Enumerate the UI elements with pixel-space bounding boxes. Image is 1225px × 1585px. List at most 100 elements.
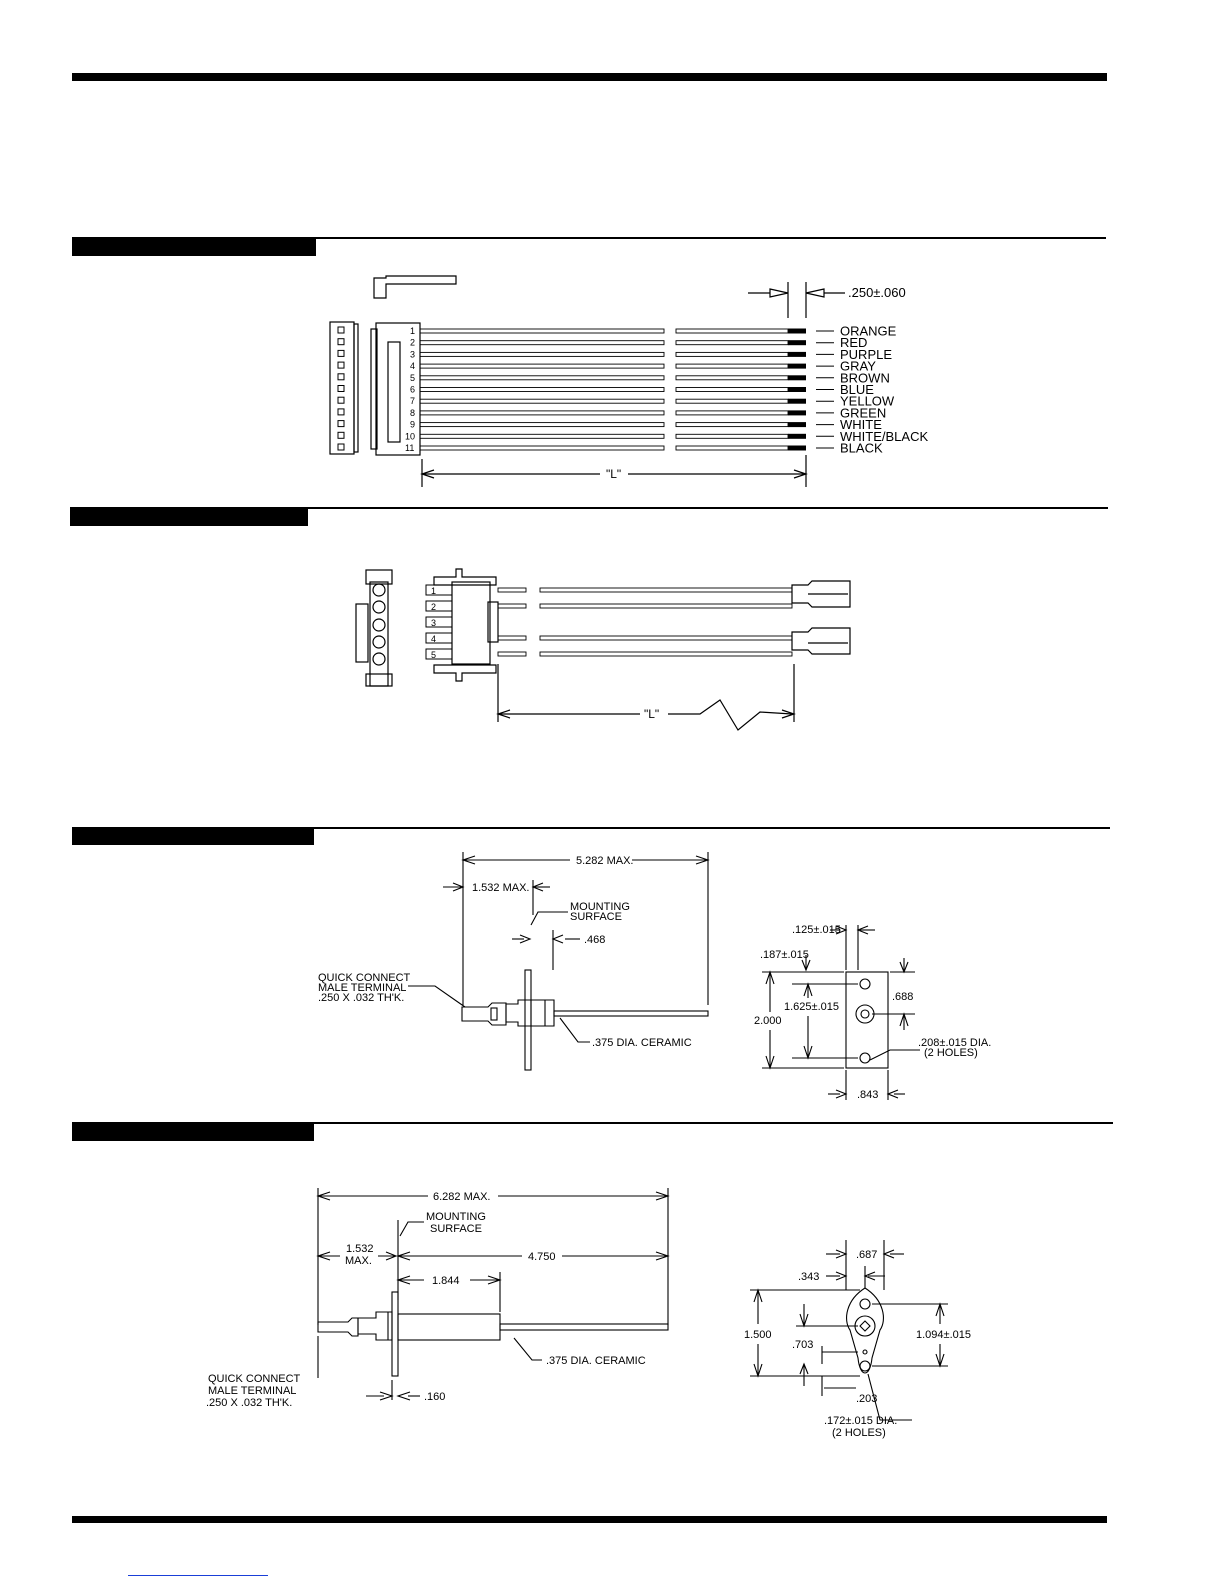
end-view-pin-cell bbox=[337, 373, 345, 381]
pin-number: 1 bbox=[431, 586, 436, 596]
ign-a-holes-2: (2 HOLES) bbox=[924, 1047, 978, 1059]
pin-number: 5 bbox=[431, 650, 436, 660]
igniter-b-terminal bbox=[317, 1317, 359, 1337]
wire bbox=[497, 651, 527, 657]
connector-side-view bbox=[373, 275, 457, 299]
stripped-end bbox=[788, 422, 806, 428]
ign-b-flange-thickness: .160 bbox=[424, 1391, 445, 1403]
wire bbox=[539, 587, 793, 593]
stripped-end bbox=[788, 351, 806, 357]
pin-number: 3 bbox=[431, 618, 436, 628]
ign-a-terminal-length: 1.532 MAX. bbox=[472, 882, 529, 894]
wire bbox=[419, 445, 665, 451]
pin-number: 7 bbox=[410, 396, 415, 406]
wire bbox=[419, 398, 665, 404]
stripped-end bbox=[788, 375, 806, 381]
footer-link[interactable] bbox=[128, 1575, 268, 1576]
section-4-tab bbox=[72, 1122, 314, 1141]
wire bbox=[497, 603, 527, 609]
wire bbox=[419, 328, 665, 334]
end-view-pin-cells bbox=[337, 326, 345, 451]
wire bbox=[497, 635, 527, 641]
ign-b-element-length: 4.750 bbox=[528, 1251, 556, 1263]
stripped-end bbox=[788, 387, 806, 392]
pin-box bbox=[425, 616, 453, 628]
stripped-end bbox=[788, 398, 806, 404]
end-view-pin-cell bbox=[337, 326, 345, 334]
wire bbox=[419, 387, 665, 392]
pin-number: 6 bbox=[410, 385, 415, 395]
ign-b-width: .687 bbox=[856, 1249, 877, 1261]
end-view-pin-cell bbox=[337, 408, 345, 416]
ign-b-mounting-2: SURFACE bbox=[430, 1223, 482, 1235]
igniter-b-bracket bbox=[846, 1287, 884, 1374]
bottom-rule bbox=[72, 1516, 1107, 1523]
stripped-end bbox=[788, 433, 806, 439]
ign-b-holes-1: .172±.015 DIA. bbox=[824, 1415, 897, 1427]
ign-a-hole-x: .125±.015 bbox=[792, 924, 841, 936]
ign-b-bottom-offset: .203 bbox=[856, 1393, 877, 1405]
pin-number: 1 bbox=[410, 326, 415, 336]
section-1-tab bbox=[72, 237, 316, 256]
end-view-pin-cell bbox=[337, 443, 345, 451]
pin-number: 8 bbox=[410, 408, 415, 418]
ign-b-height: 1.500 bbox=[744, 1329, 772, 1341]
ign-a-note-3: .250 X .032 TH'K. bbox=[318, 992, 404, 1004]
ign-b-terminal-length-1: 1.532 bbox=[346, 1243, 374, 1255]
igniter-a-terminal bbox=[461, 1002, 507, 1026]
ign-b-note-3: .250 X .032 TH'K. bbox=[206, 1397, 292, 1409]
end-view-pin-cell bbox=[337, 396, 345, 404]
top-rule bbox=[72, 73, 1107, 81]
pin-number: 9 bbox=[410, 420, 415, 430]
wire-color-label: RED bbox=[840, 335, 867, 350]
section-1-rule bbox=[316, 237, 1106, 239]
igniter-b-body bbox=[397, 1313, 501, 1341]
stripped-end bbox=[788, 445, 806, 451]
section-2-rule bbox=[308, 507, 1108, 509]
ign-b-holes-2: (2 HOLES) bbox=[832, 1427, 886, 1439]
pin-number: 11 bbox=[405, 443, 414, 453]
section-3-tab bbox=[72, 827, 314, 845]
wire-color-label: WHITE bbox=[840, 417, 882, 432]
length-label-11: "L" bbox=[606, 467, 621, 481]
wire-color-label: BLACK bbox=[840, 441, 883, 456]
igniter-a-bracket bbox=[845, 971, 889, 1069]
wire-color-label: PURPLE bbox=[840, 347, 892, 362]
ign-b-hole-spacing: 1.094±.015 bbox=[916, 1329, 971, 1341]
end-view-pin-cell bbox=[337, 349, 345, 357]
wire bbox=[419, 363, 665, 369]
ign-a-width: .843 bbox=[857, 1089, 878, 1101]
end-view-pin-cell bbox=[337, 385, 345, 392]
stripped-end bbox=[788, 340, 806, 346]
section-4-rule bbox=[314, 1122, 1113, 1124]
pin-number: 3 bbox=[410, 349, 415, 359]
end-view-pin-cell bbox=[337, 431, 345, 439]
stripped-end bbox=[788, 328, 806, 334]
pin-box bbox=[425, 584, 453, 596]
pin-number: 4 bbox=[431, 634, 436, 644]
wire bbox=[539, 635, 793, 641]
wire-bundle-5: 1 2 3 4 5 bbox=[425, 584, 793, 660]
pin-number: 2 bbox=[431, 602, 436, 612]
spade-terminal-upper bbox=[791, 580, 851, 608]
igniter-b-flange bbox=[391, 1291, 399, 1377]
ign-a-holes-1: .208±.015 DIA. bbox=[918, 1037, 991, 1049]
spade-terminal-lower bbox=[791, 627, 851, 655]
igniter-a-body bbox=[505, 999, 555, 1027]
wire-color-label: ORANGE bbox=[840, 324, 897, 339]
wire-color-label: GREEN bbox=[840, 405, 886, 420]
strip-dim-label: .250±.060 bbox=[848, 285, 906, 300]
wire bbox=[419, 433, 665, 439]
ign-a-note-1: QUICK CONNECT bbox=[318, 972, 411, 984]
ign-b-ceramic: .375 DIA. CERAMIC bbox=[546, 1355, 646, 1367]
igniter-a-element bbox=[553, 1010, 709, 1017]
wire-color-label: BLUE bbox=[840, 382, 874, 397]
wire bbox=[419, 410, 665, 416]
pin-box bbox=[425, 632, 453, 644]
ign-a-ceramic: .375 DIA. CERAMIC bbox=[592, 1037, 692, 1049]
ign-a-mounting-2: SURFACE bbox=[570, 911, 622, 923]
ign-a-hole-y: .187±.015 bbox=[760, 949, 809, 961]
pin-number: 10 bbox=[405, 431, 415, 441]
stripped-end bbox=[788, 363, 806, 369]
